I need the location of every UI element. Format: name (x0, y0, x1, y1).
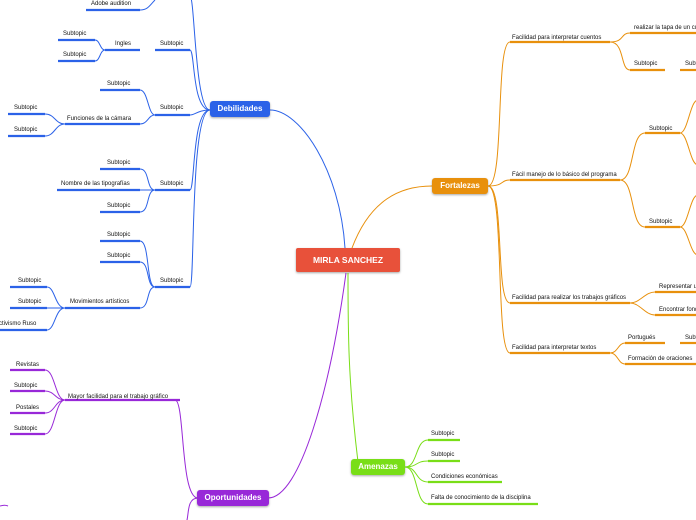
debilidades-subtopic[interactable]: Subtopic (63, 31, 87, 37)
debilidades-subtopic[interactable]: Subtopic (18, 278, 42, 284)
debilidades-topic[interactable]: Adobe audition (91, 1, 132, 7)
debilidades-subtopic[interactable]: Subtopic (14, 105, 38, 111)
main-topic-oportunidades[interactable]: Oportunidades (197, 490, 269, 506)
fortalezas-subtopic[interactable]: realizar la tapa de un cuento (634, 25, 696, 31)
fortalezas-subtopic[interactable]: Subtopic (685, 335, 696, 341)
debilidades-subtopic[interactable]: Subtopic (107, 160, 131, 166)
oportunidades-subtopic[interactable]: Subtopic (14, 426, 38, 432)
main-topic-fortalezas[interactable]: Fortalezas (432, 178, 488, 194)
fortalezas-subtopic[interactable]: Representar una (659, 284, 696, 290)
oportunidades-subtopic[interactable]: Subtopic (14, 383, 38, 389)
fortalezas-subtopic[interactable]: Formación de oraciones (628, 356, 693, 362)
fortalezas-subtopic[interactable]: Encontrar fondos (659, 307, 696, 313)
fortalezas-topic[interactable]: Facilidad para interpretar cuentos (512, 35, 602, 41)
debilidades-subtopic[interactable]: Subtopic (18, 299, 42, 305)
debilidades-subtopic[interactable]: Nombre de las tipografías (61, 181, 130, 187)
fortalezas-subtopic[interactable]: Subtopic (685, 61, 696, 67)
main-topic-amenazas[interactable]: Amenazas (351, 459, 405, 475)
oportunidades-topic[interactable]: Mayor facilidad para el trabajo gráfico (68, 394, 169, 400)
fortalezas-subtopic[interactable]: Portugués (628, 335, 656, 341)
oportunidades-subtopic[interactable]: Postales (16, 405, 40, 411)
debilidades-subtopic[interactable]: Subtopic (63, 52, 87, 58)
amenazas-subtopic[interactable]: Subtopic (431, 431, 455, 437)
oportunidades-subtopic[interactable]: Revistas (16, 362, 40, 368)
debilidades-topic[interactable]: Subtopic (160, 105, 184, 111)
debilidades-subtopic[interactable]: Constructivismo Ruso (0, 321, 37, 327)
debilidades-subtopic[interactable]: Subtopic (107, 81, 131, 87)
fortalezas-topic[interactable]: Fácil manejo de lo básico del programa (512, 172, 617, 178)
amenazas-subtopic[interactable]: Condiciones económicas (431, 474, 498, 480)
debilidades-topic[interactable]: Subtopic (160, 181, 184, 187)
debilidades-topic[interactable]: Ingles (115, 41, 132, 47)
debilidades-topic[interactable]: Subtopic (160, 278, 184, 284)
main-topic-debilidades[interactable]: Debilidades (210, 101, 270, 117)
debilidades-subtopic[interactable]: Subtopic (14, 127, 38, 133)
amenazas-subtopic[interactable]: Subtopic (431, 452, 455, 458)
debilidades-subtopic[interactable]: Subtopic (107, 203, 131, 209)
fortalezas-subtopic[interactable]: Subtopic (634, 61, 658, 67)
debilidades-subtopic[interactable]: Movimientos artísticos (70, 299, 130, 305)
debilidades-subtopic[interactable]: Funciones de la cámara (67, 116, 132, 122)
amenazas-subtopic[interactable]: Falta de conocimiento de la disciplina (431, 495, 531, 501)
fortalezas-topic[interactable]: Facilidad para interpretar textos (512, 345, 597, 351)
debilidades-topic[interactable]: Subtopic (160, 41, 184, 47)
fortalezas-subtopic[interactable]: Subtopic (649, 219, 673, 225)
debilidades-subtopic[interactable]: Subtopic (107, 253, 131, 259)
fortalezas-topic[interactable]: Facilidad para realizar los trabajos grá… (512, 295, 627, 301)
central-topic[interactable]: MIRLA SANCHEZ (296, 248, 400, 272)
debilidades-subtopic[interactable]: Subtopic (107, 232, 131, 238)
fortalezas-subtopic[interactable]: Subtopic (649, 126, 673, 132)
